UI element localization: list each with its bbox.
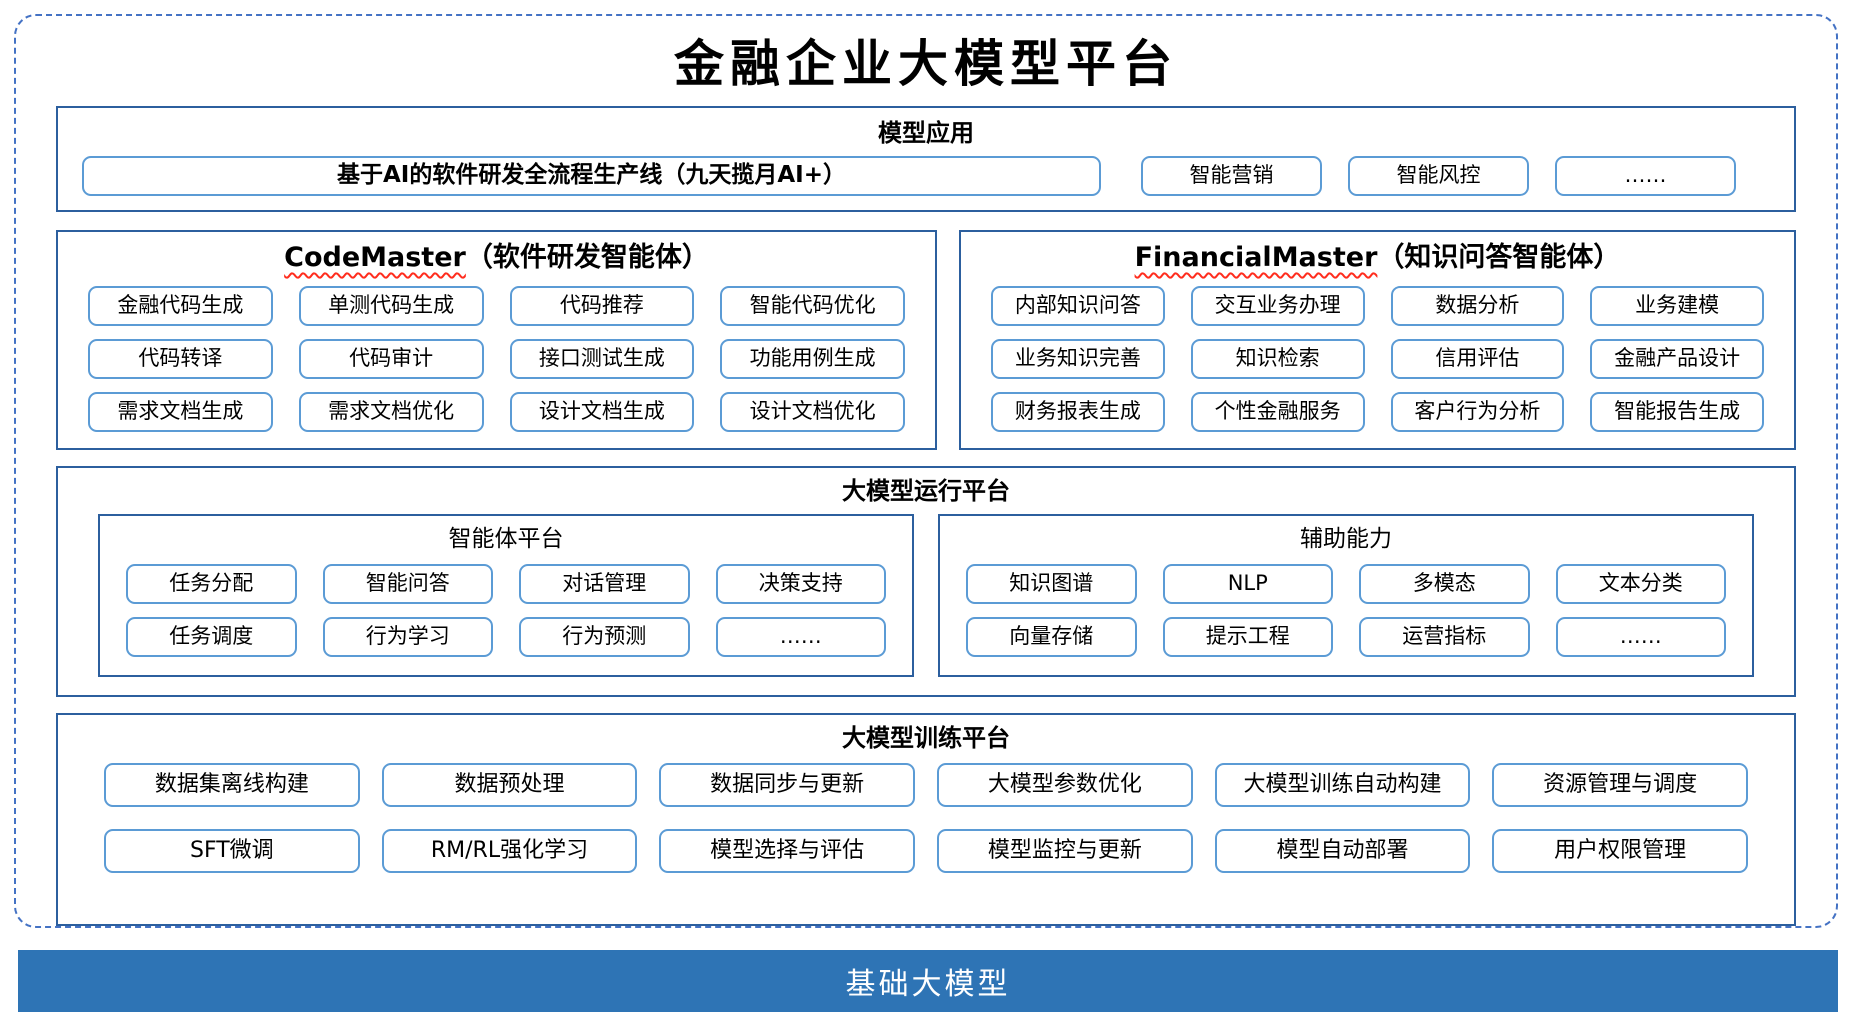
capability-button: …… — [1555, 617, 1726, 657]
capability-button: 财务报表生成 — [991, 392, 1165, 432]
app-button: 智能风控 — [1348, 156, 1529, 196]
capability-button: 数据同步与更新 — [659, 763, 915, 807]
capability-button: 任务分配 — [126, 564, 297, 604]
capability-button: 数据集离线构建 — [104, 763, 360, 807]
capability-button: SFT微调 — [104, 829, 360, 873]
capability-button: 金融代码生成 — [88, 286, 273, 326]
capability-button: 对话管理 — [519, 564, 690, 604]
financialmaster-name: FinancialMaster — [1134, 242, 1378, 273]
capability-button: 设计文档生成 — [509, 392, 695, 432]
capability-button: 多模态 — [1359, 564, 1530, 604]
runtime-platform-section: 大模型运行平台 智能体平台 任务分配智能问答对话管理决策支持任务调度行为学习行为… — [56, 466, 1796, 697]
capability-button: 向量存储 — [966, 617, 1137, 657]
capability-button: 知识图谱 — [966, 564, 1137, 604]
model-application-title: 模型应用 — [878, 119, 974, 147]
model-application-section: 模型应用 基于AI的软件研发全流程生产线（九天揽月AI+） 智能营销智能风控 …… — [56, 106, 1796, 212]
runtime-groups-row: 智能体平台 任务分配智能问答对话管理决策支持任务调度行为学习行为预测 …… 辅助能… — [58, 514, 1794, 677]
capability-button: 内部知识问答 — [991, 286, 1165, 326]
codemaster-name: CodeMaster — [284, 242, 466, 273]
model-application-row: 基于AI的软件研发全流程生产线（九天揽月AI+） 智能营销智能风控 …… — [58, 156, 1794, 196]
capability-button: 模型自动部署 — [1214, 829, 1471, 873]
foundation-model-label: 基础大模型 — [845, 967, 1011, 1002]
capability-button: 金融产品设计 — [1590, 339, 1764, 379]
page-title: 金融企业大模型平台 — [674, 34, 1178, 93]
capability-button: 单测代码生成 — [298, 286, 484, 326]
capability-button: 设计文档优化 — [720, 392, 905, 432]
capability-button: 任务调度 — [126, 617, 297, 657]
capability-button: 个性金融服务 — [1190, 392, 1365, 432]
capability-button: 用户权限管理 — [1492, 829, 1748, 873]
capability-button: 模型监控与更新 — [937, 829, 1193, 873]
codemaster-box: CodeMaster（软件研发智能体） 金融代码生成单测代码生成代码推荐智能代码… — [56, 230, 937, 450]
capability-button: RM/RL强化学习 — [381, 829, 638, 873]
app-buttons: 智能营销智能风控 …… — [1141, 156, 1736, 196]
capability-button: 代码推荐 — [509, 286, 695, 326]
capability-button: 文本分类 — [1555, 564, 1726, 604]
financialmaster-suffix: （知识问答智能体） — [1377, 242, 1621, 273]
app-button: 智能营销 — [1141, 156, 1322, 196]
app-button: …… — [1555, 156, 1736, 196]
capability-button: 功能用例生成 — [720, 339, 905, 379]
capability-button: 智能问答 — [322, 564, 493, 604]
capability-button: 智能报告生成 — [1590, 392, 1764, 432]
dashed-frame: 金融企业大模型平台 模型应用 基于AI的软件研发全流程生产线（九天揽月AI+） … — [14, 14, 1838, 928]
capability-button: 大模型参数优化 — [937, 763, 1193, 807]
capability-button: 提示工程 — [1162, 617, 1333, 657]
capability-button: 数据预处理 — [381, 763, 638, 807]
capability-button: 运营指标 — [1359, 617, 1530, 657]
codemaster-title: CodeMaster（软件研发智能体） — [88, 238, 905, 278]
training-platform-section: 大模型训练平台 数据集离线构建数据预处理数据同步与更新大模型参数优化大模型训练自… — [56, 713, 1796, 926]
capability-button: NLP — [1162, 564, 1333, 604]
capability-button: 知识检索 — [1190, 339, 1365, 379]
capability-button: 业务建模 — [1590, 286, 1764, 326]
codemaster-suffix: （软件研发智能体） — [465, 242, 709, 273]
financialmaster-title: FinancialMaster（知识问答智能体） — [991, 238, 1764, 278]
capability-button: …… — [715, 617, 886, 657]
capability-button: 客户行为分析 — [1390, 392, 1565, 432]
training-platform-grid: 数据集离线构建数据预处理数据同步与更新大模型参数优化大模型训练自动构建资源管理与… — [58, 763, 1794, 873]
capability-button: 交互业务办理 — [1190, 286, 1365, 326]
agent-platform-title: 智能体平台 — [448, 526, 564, 552]
training-platform-title: 大模型训练平台 — [842, 724, 1010, 752]
capability-button: 代码审计 — [298, 339, 484, 379]
auxiliary-capability-title: 辅助能力 — [1300, 526, 1392, 552]
auxiliary-capability-grid: 知识图谱 NLP 多模态文本分类向量存储提示工程运营指标 …… — [966, 564, 1726, 657]
capability-button: 决策支持 — [715, 564, 886, 604]
capability-button: 行为学习 — [322, 617, 493, 657]
capability-button: 模型选择与评估 — [659, 829, 915, 873]
capability-button: 数据分析 — [1390, 286, 1565, 326]
capability-button: 行为预测 — [519, 617, 690, 657]
agent-platform-box: 智能体平台 任务分配智能问答对话管理决策支持任务调度行为学习行为预测 …… — [98, 514, 914, 677]
capability-button: 需求文档生成 — [88, 392, 273, 432]
ai-pipeline-button: 基于AI的软件研发全流程生产线（九天揽月AI+） — [82, 156, 1101, 196]
capability-button: 智能代码优化 — [720, 286, 905, 326]
financialmaster-box: FinancialMaster（知识问答智能体） 内部知识问答交互业务办理数据分… — [959, 230, 1796, 450]
capability-button: 信用评估 — [1390, 339, 1565, 379]
capability-button: 大模型训练自动构建 — [1214, 763, 1471, 807]
runtime-platform-title: 大模型运行平台 — [842, 477, 1010, 505]
auxiliary-capability-box: 辅助能力 知识图谱 NLP 多模态文本分类向量存储提示工程运营指标 …… — [938, 514, 1754, 677]
capability-button: 需求文档优化 — [298, 392, 484, 432]
agents-row: CodeMaster（软件研发智能体） 金融代码生成单测代码生成代码推荐智能代码… — [56, 230, 1796, 450]
capability-button: 代码转译 — [88, 339, 273, 379]
agent-platform-grid: 任务分配智能问答对话管理决策支持任务调度行为学习行为预测 …… — [126, 564, 886, 657]
financialmaster-grid: 内部知识问答交互业务办理数据分析业务建模业务知识完善知识检索信用评估金融产品设计… — [991, 286, 1764, 432]
capability-button: 资源管理与调度 — [1492, 763, 1748, 807]
foundation-model-bar: 基础大模型 — [18, 950, 1838, 1012]
capability-button: 业务知识完善 — [991, 339, 1165, 379]
capability-button: 接口测试生成 — [509, 339, 695, 379]
codemaster-grid: 金融代码生成单测代码生成代码推荐智能代码优化代码转译代码审计接口测试生成功能用例… — [88, 286, 905, 432]
